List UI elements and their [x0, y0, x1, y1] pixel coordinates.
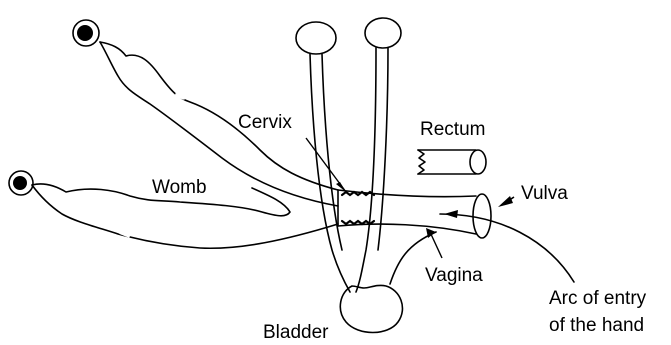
- label-bladder: Bladder: [263, 323, 329, 342]
- label-womb: Womb: [152, 178, 207, 197]
- vulva-opening: [473, 194, 491, 238]
- upper-uterine-horn: [100, 42, 338, 206]
- lower-ovary-icon: [9, 171, 33, 195]
- label-rectum: Rectum: [420, 120, 485, 139]
- upper-ovary-icon: [73, 20, 99, 46]
- rectum-cylinder: [418, 150, 486, 174]
- horn-break-marks: [120, 95, 185, 236]
- vagina-pointer: [426, 228, 442, 258]
- label-arc-line1: Arc of entry: [549, 289, 646, 308]
- right-top-ovary: [356, 18, 401, 292]
- label-vulva: Vulva: [521, 184, 568, 203]
- label-cervix: Cervix: [238, 113, 292, 132]
- label-vagina: Vagina: [425, 266, 483, 285]
- bladder-shape: [340, 232, 436, 333]
- vulva-pointer: [498, 196, 514, 207]
- left-top-ovary: [296, 22, 350, 292]
- cervix-pointer: [306, 138, 346, 192]
- label-arc-line2: of the hand: [549, 316, 644, 335]
